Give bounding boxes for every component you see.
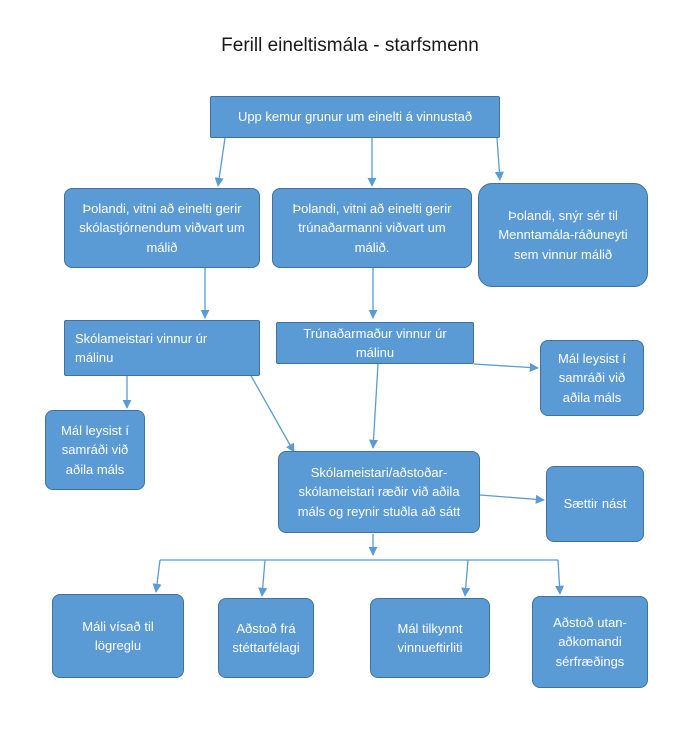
node-inspectorate: Mál tilkynnt vinnueftirliti <box>370 598 490 678</box>
node-union-help: Aðstoð frá stéttarfélagi <box>218 598 314 678</box>
node-victim-school-label: Þolandi, vitni að einelti gerir skólastj… <box>79 200 245 255</box>
node-inspectorate-label: Mál tilkynnt vinnueftirliti <box>397 620 463 656</box>
node-principal-works: Skólameistari vinnur úr málinu <box>64 320 260 376</box>
arrow-root-to-ministry <box>494 137 504 181</box>
diagram-title: Ferill eineltismála - starfsmenn <box>221 35 479 56</box>
node-victim-school: Þolandi, vitni að einelti gerir skólastj… <box>64 188 260 268</box>
node-settled: Sættir nást <box>546 466 644 542</box>
arrow-root-to-school <box>214 137 226 187</box>
node-victim-union: Þolandi, vitni að einelti gerir trúnaðar… <box>272 188 472 268</box>
node-suspicion-label: Upp kemur grunur um einelti á vinnustað <box>237 109 473 125</box>
node-suspicion: Upp kemur grunur um einelti á vinnustað <box>210 96 500 138</box>
node-expert-help: Aðstoð utan-aðkomandi sérfræðings <box>532 596 648 688</box>
node-victim-ministry: Þolandi, snýr sér til Menntamála-ráðuney… <box>478 183 648 287</box>
node-resolved-left: Mál leysist í samráði við aðila máls <box>45 410 145 490</box>
node-principal-discuss-label: Skólameistari/aðstoðar-skólameistari ræð… <box>297 464 461 519</box>
node-resolved-left-label: Mál leysist í samráði við aðila máls <box>61 422 129 477</box>
node-principal-works-label: Skólameistari vinnur úr málinu <box>75 330 208 366</box>
arrow-to-expert <box>554 559 565 595</box>
arrow-rep-to-resolved <box>473 362 539 373</box>
arrow-to-inspectorate <box>461 559 471 597</box>
node-expert-help-label: Aðstoð utan-aðkomandi sérfræðings <box>553 614 627 669</box>
arrow-to-police <box>152 559 162 593</box>
arrow-to-union-help <box>258 559 268 597</box>
node-resolved-right-label: Mál leysist í samráði við aðila máls <box>558 350 626 405</box>
node-victim-ministry-label: Þolandi, snýr sér til Menntamála-ráðuney… <box>498 207 628 262</box>
node-resolved-right: Mál leysist í samráði við aðila máls <box>540 340 644 416</box>
arrow-principal-to-discuss <box>249 373 295 453</box>
arrow-rep-to-discuss <box>368 363 379 449</box>
node-rep-works-label: Trúnaðarmaður vinnur úr málinu <box>303 325 447 361</box>
node-rep-works: Trúnaðarmaður vinnur úr málinu <box>276 322 474 364</box>
arrow-discuss-to-settled <box>479 494 545 504</box>
node-police-label: Máli vísað til lögreglu <box>82 618 154 654</box>
node-settled-label: Sættir nást <box>563 496 627 512</box>
node-victim-union-label: Þolandi, vitni að einelti gerir trúnaðar… <box>292 200 452 255</box>
node-principal-discuss: Skólameistari/aðstoðar-skólameistari ræð… <box>278 451 480 533</box>
node-union-help-label: Aðstoð frá stéttarfélagi <box>232 620 300 656</box>
node-police: Máli vísað til lögreglu <box>52 594 184 678</box>
